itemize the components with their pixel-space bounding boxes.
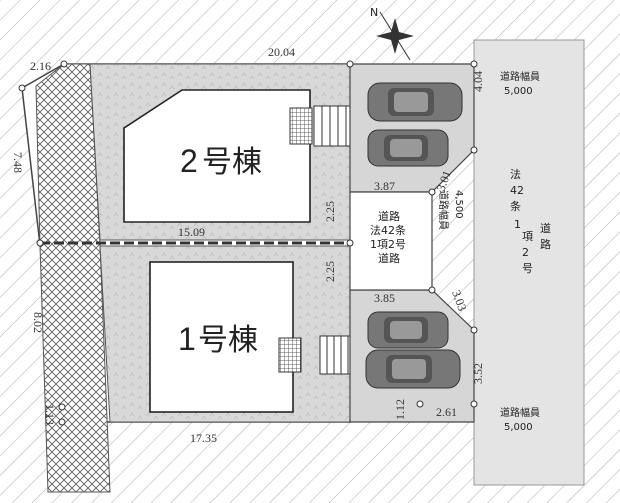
private-road-line1: 道路 [378, 209, 400, 223]
dim-bottom-small: 1.12 [393, 399, 407, 420]
road-char-4: 項 [522, 230, 533, 243]
compass [376, 11, 414, 61]
car-2 [367, 129, 449, 167]
dim-bottom-width: 17.35 [190, 431, 217, 445]
building-2-number: 2 [180, 143, 198, 179]
boundary-markers [18, 60, 478, 426]
porch-grid-1 [278, 337, 302, 373]
road-bottom-label: 道路幅員 [500, 406, 540, 419]
private-road-width-label: 道路幅員 [437, 190, 450, 230]
dim-left-lower: 8.02 [31, 312, 45, 333]
private-road [349, 191, 433, 291]
private-road-width-value: 4,500 [453, 190, 464, 219]
car-4 [365, 349, 461, 389]
stairs-2 [313, 105, 355, 147]
dim-chamfer-bottom: 3.03 [449, 288, 469, 313]
private-road-line3: 1項2号 [370, 238, 406, 251]
road-top-label: 道路幅員 [500, 70, 540, 83]
road-char-3: 1 [514, 218, 521, 231]
road-top-value: 5,000 [504, 86, 533, 97]
dim-chamfer-top: 3.01 [434, 169, 454, 194]
road-char-7: 道 [540, 221, 551, 235]
dim-middle-line: 15.09 [178, 225, 205, 239]
dim-parking-bottom: 3.85 [374, 291, 395, 305]
road-char-8: 路 [540, 238, 551, 251]
dim-road-right-top: 4.04 [471, 71, 485, 92]
dim-top-width: 20.04 [268, 45, 295, 59]
dim-left-upper: 7.48 [11, 152, 25, 173]
dim-access-upper: 2.25 [323, 201, 337, 222]
building-1-number: 1 [178, 321, 196, 357]
dim-access-lower: 2.25 [323, 261, 337, 282]
public-road [473, 39, 585, 486]
dim-bottom-right: 2.61 [436, 405, 457, 419]
dim-parking-top: 3.87 [374, 179, 395, 193]
stairs-1 [319, 335, 355, 375]
porch-grid-2 [289, 107, 313, 145]
building-2-label: 号棟 [202, 145, 262, 180]
road-char-1: 42 [510, 184, 524, 197]
car-1 [367, 82, 463, 122]
building-2 [123, 89, 311, 223]
road-char-5: 2 [522, 246, 529, 259]
compass-label: N [370, 6, 378, 19]
building-1 [149, 261, 294, 413]
dim-top-left-short: 2.16 [30, 59, 51, 73]
road-char-2: 条 [510, 199, 521, 213]
road-bottom-value: 5,000 [504, 422, 533, 433]
road-char-6: 号 [522, 262, 533, 275]
road-char-0: 法 [510, 167, 521, 181]
dim-road-right-bottom: 3.52 [471, 363, 485, 384]
private-road-line4: 道路 [378, 251, 400, 265]
dim-left-bottom: 1.13 [43, 404, 57, 425]
private-road-line2: 法42条 [370, 223, 406, 237]
crosshatch-strip [35, 63, 111, 493]
building-1-label: 号棟 [198, 323, 258, 358]
car-3 [367, 311, 449, 349]
